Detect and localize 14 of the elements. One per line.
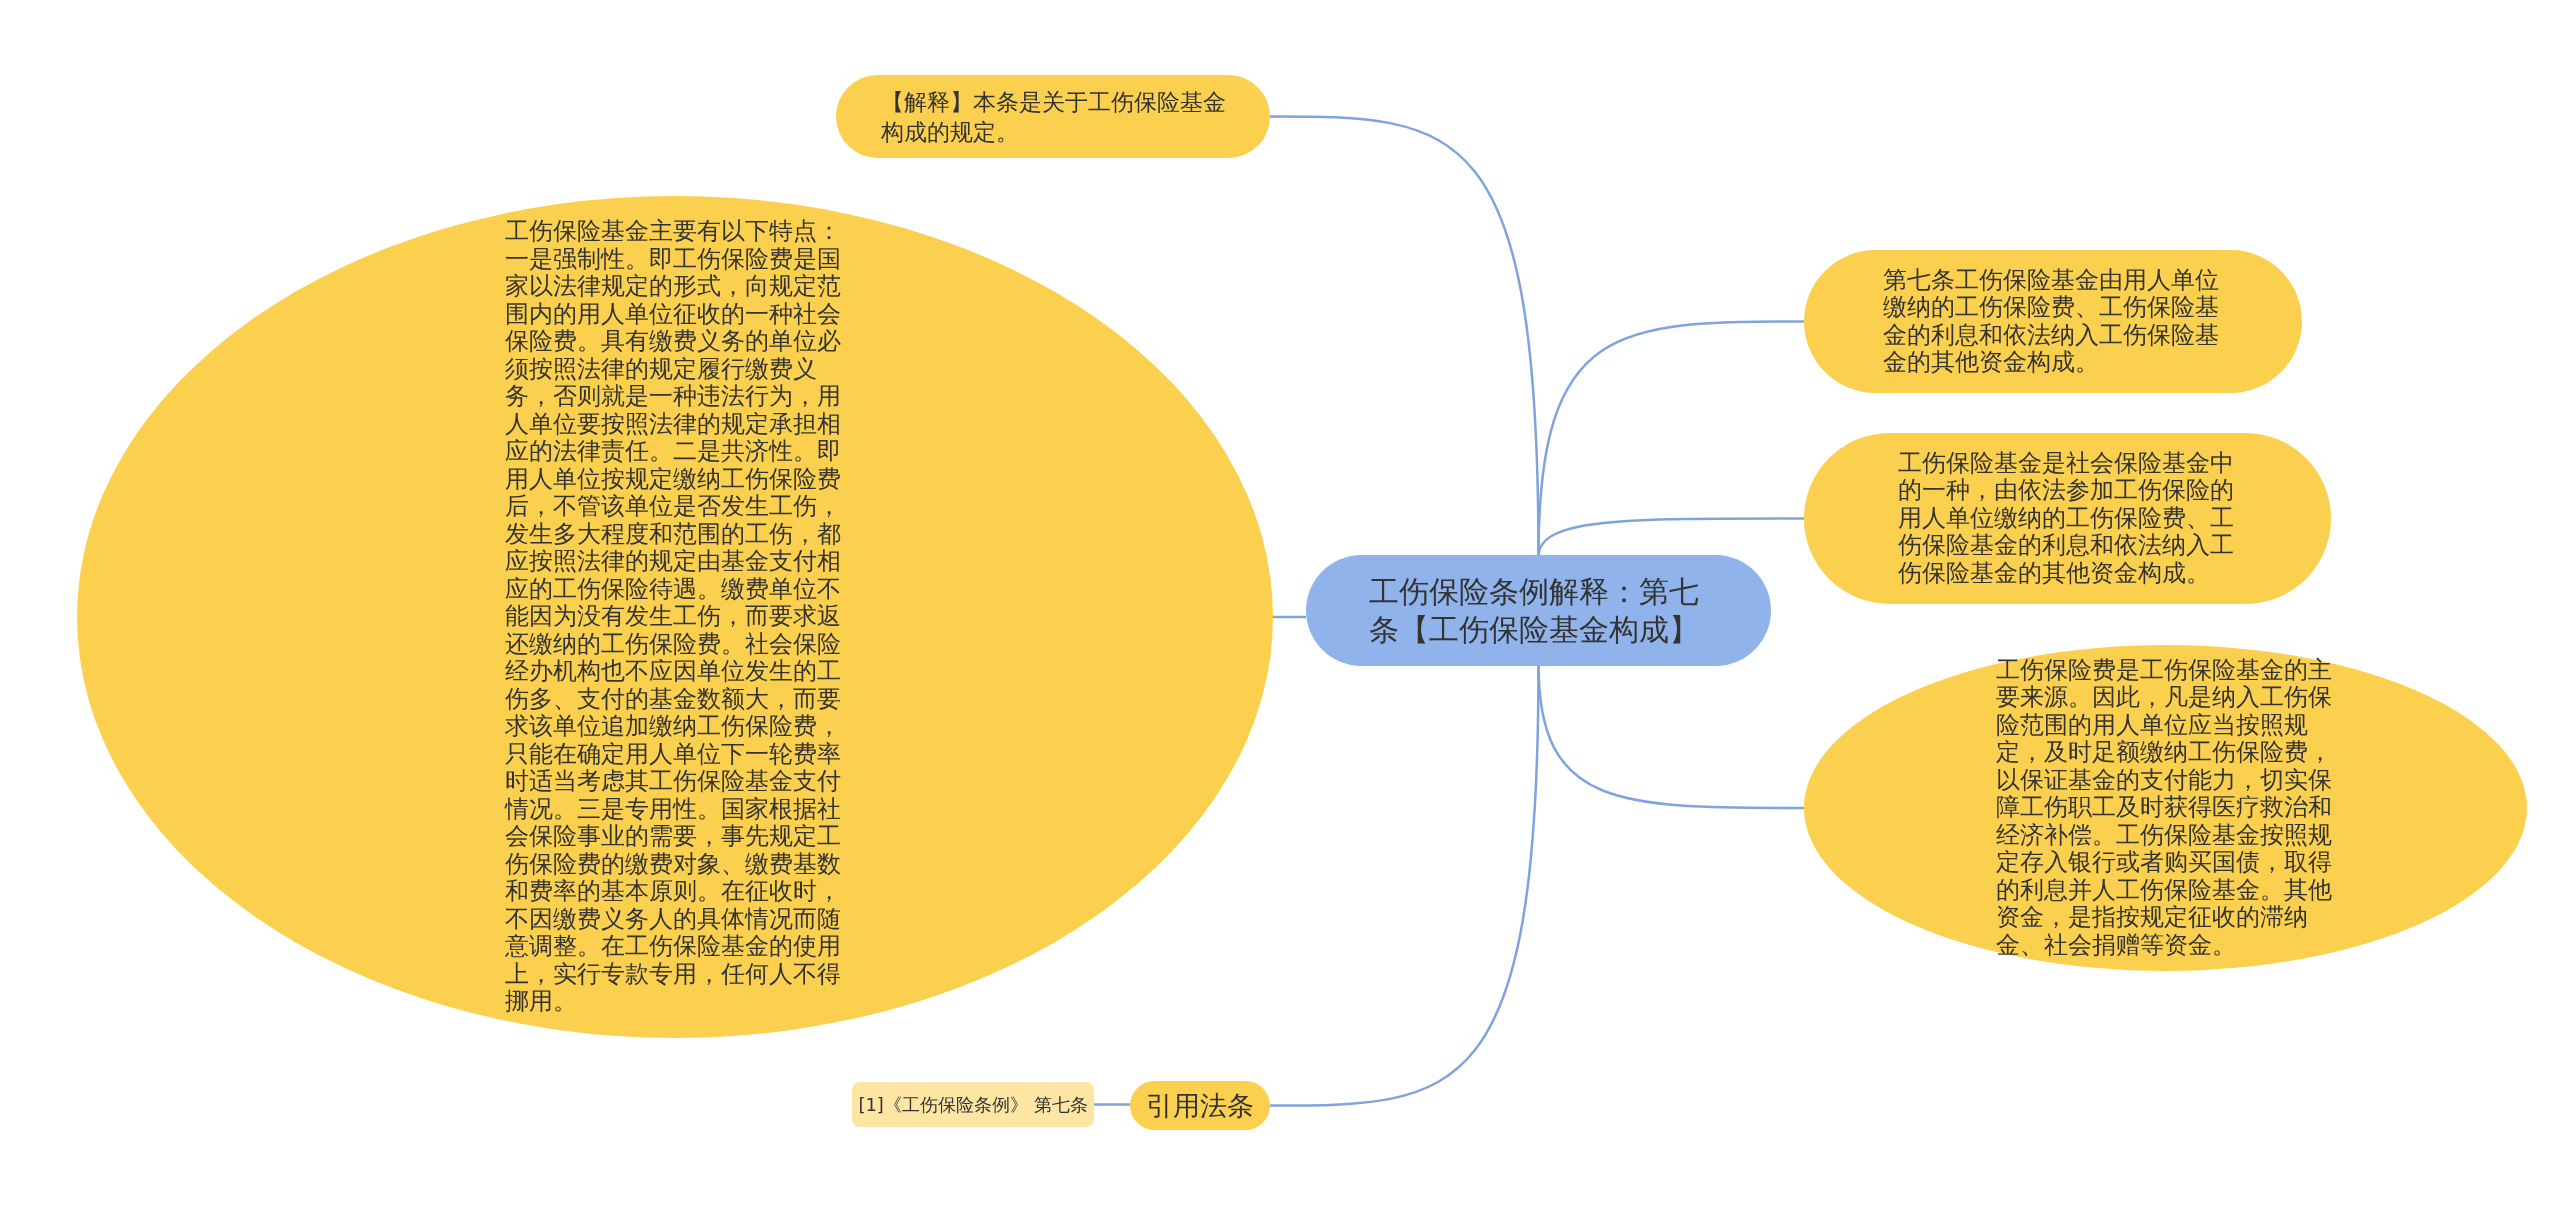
citation-tag [852,1082,1094,1127]
connector-line [1094,1103,1130,1106]
connector-line [1270,663,1540,1107]
connector-line [1273,615,1306,619]
bubble-text: 【解释】本条是关于工伤保险基金构成的规定。 [880,87,1226,147]
bubble-text: 工伤保险基金主要有以下特点：一是强制性。即工伤保险费是国家以法律规定的形式，向规定范围内的用人单位征收的一种社会保险费。具有缴费义务的单位必须按照法律的规定履行缴费义务，否则就是一种违法行为，用人单位要按照法律的规定承担相应的法律责任。二是共济性。即用人单位按规定缴纳工伤保险费后，不管该单位是否发生工伤，发生多大程度和范围的工伤，都应按照法律的规定由基金支付相应的工伤保险待遇。缴费单位不能因为没有发生工伤，而要求返还缴纳的工伤保险费。社会保险经办机构也不应因单位发生的工伤多、支付的基金数额大，而要求该单位追加缴纳工伤保险费，只能在确定用人单位下一轮费率时适当考虑其工伤保险基金支付情况。三是专用性。国家根据社会保险事业的需要，事先规定工伤保险费的缴费对象、缴费基数和费率的基本原则。在征收时，不因缴费义务人的具体情况而随意调整。在工伤保险基金的使用上，实行专款专用，任何人不得挪用。 [505,218,842,1016]
citation-text: [1]《工伤保险条例》 第七条 [858,1092,1088,1117]
topic-bubble [1130,1081,1270,1130]
bubble-text: 引用法条 [1146,1089,1254,1122]
connector-line [1537,517,1804,558]
bubble-text: 工伤保险基金是社会保险基金中的一种，由依法参加工伤保险的用人单位缴纳的工伤保险费、工伤保险基金的利息和依法纳入工伤保险基金的其他资金构成。 [1897,449,2235,588]
bubble-text: 工伤保险费是工伤保险基金的主要来源。因此，凡是纳入工伤保险范围的用人单位应当按照规定，及时足额缴纳工伤保险费，以保证基金的支付能力，切实保障工伤职工及时获得医疗救治和经济补偿。工伤保险基金按照规定存入银行或者购买国债，取得的利息并人工伤保险基金。其他资金，是指按规定征收的滞纳金、社会捐赠等资金。 [1995,656,2333,960]
bubble-text: 第七条工伤保险基金由用人单位缴纳的工伤保险费、工伤保险基金的利息和依法纳入工伤保险基金的其他资金构成。 [1883,266,2220,377]
topic-title: 工伤保险条例解释：第七条【工伤保险基金构成】 [1368,572,1700,649]
